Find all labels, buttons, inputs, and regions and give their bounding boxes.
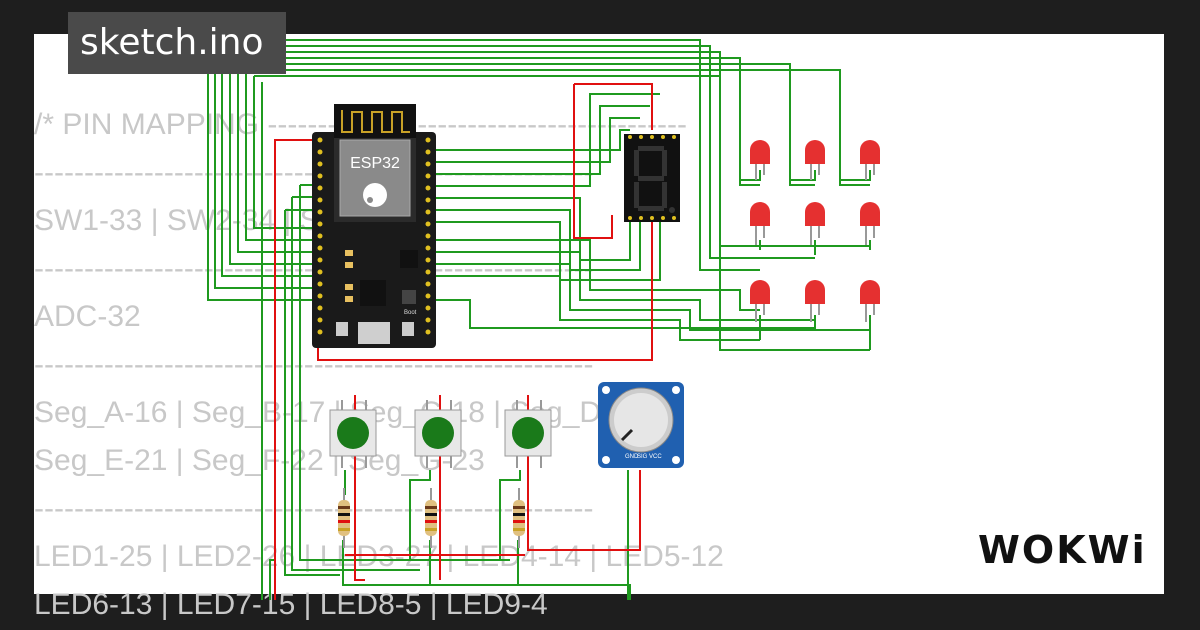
potentiometer[interactable]: GND SIG VCC <box>598 382 684 468</box>
pot-knob-indicator <box>620 428 634 442</box>
led[interactable] <box>805 280 825 322</box>
boot-label: Boot <box>404 310 417 316</box>
resistor[interactable] <box>513 488 525 548</box>
led[interactable] <box>860 140 880 180</box>
red-wires <box>274 83 653 600</box>
led-matrix <box>750 140 880 322</box>
pot-pin-sig: SIG <box>637 454 648 460</box>
esp32-logo-icon <box>363 183 387 207</box>
code-line: ----------------------------------------… <box>34 348 594 381</box>
resistor[interactable] <box>425 488 437 548</box>
esp32-pins-left <box>317 137 323 335</box>
push-button[interactable] <box>504 400 552 468</box>
usb-port-icon <box>358 322 390 344</box>
seven-segment-display[interactable] <box>624 134 680 222</box>
led[interactable] <box>750 280 770 322</box>
antenna-trace <box>341 110 410 133</box>
sketch-title-badge[interactable]: sketch.ino <box>68 12 286 74</box>
led[interactable] <box>805 140 825 180</box>
push-button[interactable] <box>414 400 462 468</box>
esp32-board[interactable]: ESP32 Boot <box>312 104 436 348</box>
esp32-pins-right <box>425 137 431 335</box>
segments <box>634 146 675 213</box>
esp32-label: ESP32 <box>350 155 400 172</box>
wokwi-logo-icon: WOKWi <box>978 528 1147 572</box>
led[interactable] <box>750 140 770 180</box>
pot-pin-gnd: GND <box>625 454 639 460</box>
led[interactable] <box>805 202 825 245</box>
code-line: LED1-25 | LED2-26 | LED3-27 | LED4-14 | … <box>34 540 724 573</box>
green-wires <box>207 39 871 600</box>
pot-pin-vcc: VCC <box>649 454 662 460</box>
resistor[interactable] <box>338 488 350 548</box>
led[interactable] <box>750 202 770 245</box>
code-line: ADC-32 <box>34 300 141 333</box>
push-button[interactable] <box>329 400 377 468</box>
display-pins <box>628 135 676 220</box>
led[interactable] <box>860 202 880 245</box>
led[interactable] <box>860 280 880 322</box>
